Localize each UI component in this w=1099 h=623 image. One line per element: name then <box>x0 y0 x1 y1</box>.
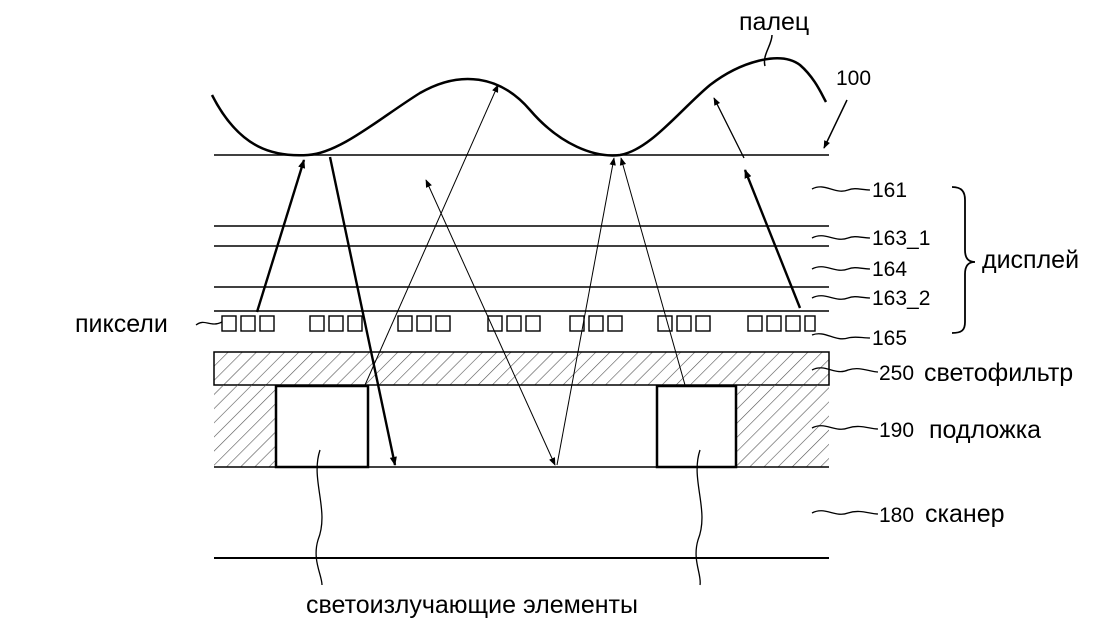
pixel <box>804 315 816 332</box>
finger-ridge-curve <box>210 57 828 157</box>
leader-250 <box>811 367 879 373</box>
ray-arrow-6 <box>619 157 686 386</box>
leader-165 <box>811 333 871 340</box>
pixel <box>328 315 344 332</box>
pixel <box>695 315 711 332</box>
layer-ref-165: 165 <box>872 327 907 350</box>
device-ref-100: 100 <box>836 67 871 90</box>
pixel <box>347 315 363 332</box>
layer-ref-164: 164 <box>872 258 907 281</box>
leader-161 <box>811 186 871 192</box>
pixels-label: пиксели <box>75 310 168 338</box>
ray-arrow-7 <box>743 169 802 309</box>
finger-label: палец <box>739 8 809 36</box>
pixel <box>569 315 585 332</box>
leader-190 <box>811 425 879 430</box>
scanner-label: сканер <box>925 500 1005 528</box>
pixel <box>435 315 451 332</box>
leader-163-2 <box>811 295 871 300</box>
substrate-hatch-left <box>214 385 276 467</box>
layer-ref-250: 250 <box>879 362 914 385</box>
ray-arrow-2 <box>328 156 397 466</box>
pixel <box>525 315 541 332</box>
emitter-left <box>274 384 370 469</box>
layer-ref-180: 180 <box>879 504 914 527</box>
pixel <box>676 315 692 332</box>
ray-arrow-3 <box>364 84 499 386</box>
pixel <box>221 315 237 332</box>
filter-layer-250 <box>213 351 830 386</box>
ray-arrow-5 <box>556 157 616 466</box>
pixel <box>506 315 522 332</box>
emitters-label: светоизлучающие элементы <box>306 591 638 619</box>
leader-100 <box>823 99 848 149</box>
layer-ref-190: 190 <box>879 419 914 442</box>
leader-180 <box>811 510 879 515</box>
pixel <box>785 315 801 332</box>
substrate-hatch-right <box>736 385 829 467</box>
leader-emitter-left <box>315 449 323 586</box>
substrate-label: подложка <box>929 416 1041 444</box>
display-brace <box>951 186 976 334</box>
pixel <box>747 315 763 332</box>
pixel <box>397 315 413 332</box>
layer-ref-161: 161 <box>872 179 907 202</box>
pixel <box>259 315 275 332</box>
pixel <box>240 315 256 332</box>
layer-ref-163-1: 163_1 <box>872 227 930 250</box>
pixel <box>607 315 623 332</box>
ray-arrow-1 <box>255 159 306 313</box>
filter-label: светофильтр <box>924 359 1073 387</box>
pixel <box>588 315 604 332</box>
pixel-row <box>221 315 816 332</box>
layer-ref-163-2: 163_2 <box>872 287 930 310</box>
leader-164 <box>811 266 871 271</box>
display-label: дисплей <box>982 246 1079 274</box>
pixel <box>766 315 782 332</box>
pixel <box>657 315 673 332</box>
pixel <box>487 315 503 332</box>
leader-pixels <box>195 321 223 326</box>
emitter-right <box>655 384 738 469</box>
leader-163-1 <box>811 235 871 240</box>
ray-arrow-8 <box>713 97 745 159</box>
leader-emitter-right <box>695 449 703 586</box>
ray-arrow-4 <box>425 179 556 466</box>
pixel <box>416 315 432 332</box>
leader-finger <box>763 34 773 67</box>
pixel <box>309 315 325 332</box>
